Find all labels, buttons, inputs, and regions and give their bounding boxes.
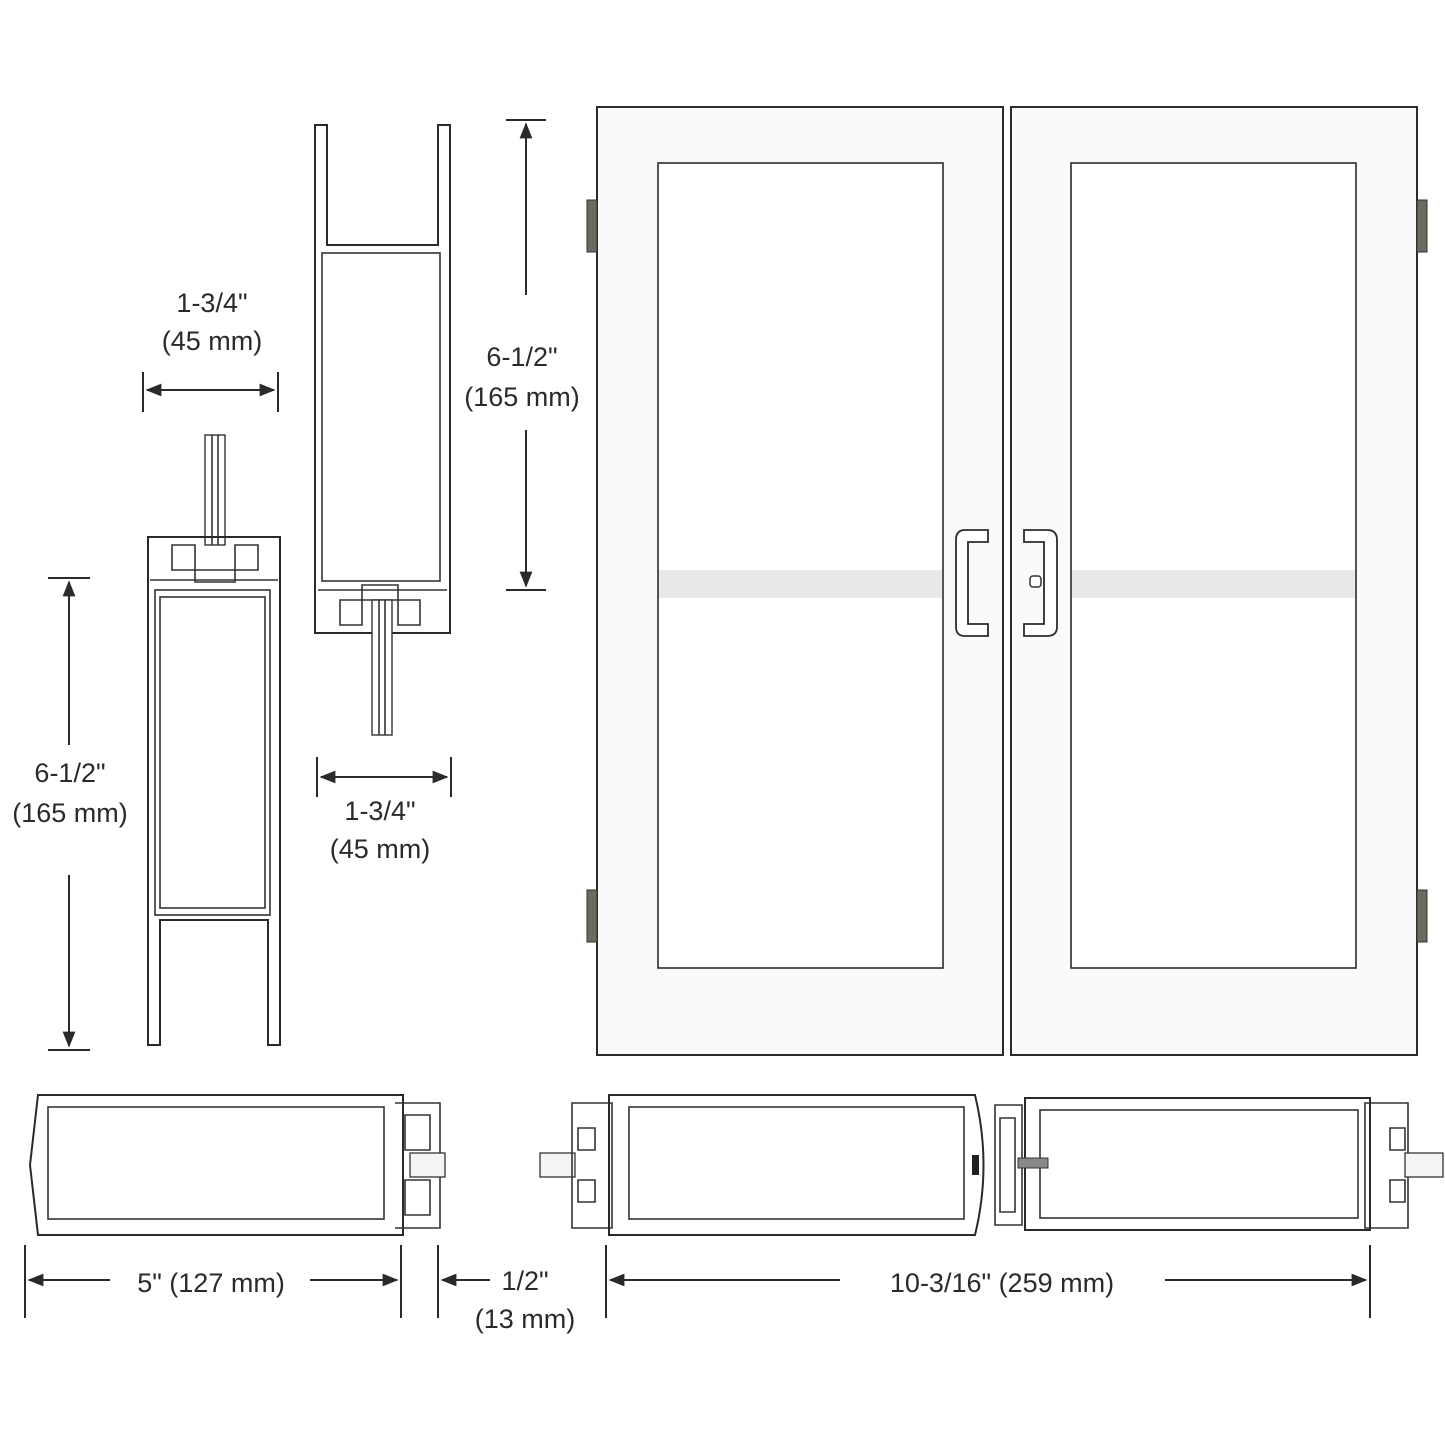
mid-rail	[659, 570, 942, 598]
top-rail-width-inch-label: 1-3/4"	[344, 796, 415, 826]
top-rail-width-mm-label: (45 mm)	[330, 834, 431, 864]
bottom-rail-height-mm-label: (165 mm)	[12, 798, 128, 828]
stile-width-label: 5" (127 mm)	[137, 1268, 285, 1298]
hinge-icon	[1416, 889, 1428, 943]
top-rail-height-inch-label: 6-1/2"	[486, 342, 557, 372]
top-rail-profile	[314, 124, 451, 736]
bottom-rail-height-inch-label: 6-1/2"	[34, 758, 105, 788]
meeting-stiles-section	[539, 1094, 1444, 1236]
pull-handle-icon[interactable]	[955, 529, 989, 637]
hinge-icon	[586, 889, 598, 943]
left-door-leaf	[586, 106, 1004, 1056]
pull-handle-icon[interactable]	[1023, 529, 1058, 637]
bottom-rail-width-inch-label: 1-3/4"	[176, 288, 247, 318]
top-rail-height-mm-label: (165 mm)	[464, 382, 580, 412]
hinge-icon	[586, 199, 598, 253]
hinge-stile-section	[28, 1094, 446, 1236]
mid-rail	[1072, 570, 1355, 598]
bottom-rail-profile	[147, 434, 281, 1046]
meeting-stiles-width-label: 10-3/16" (259 mm)	[890, 1268, 1114, 1298]
bottom-rail-width-mm-label: (45 mm)	[162, 326, 263, 356]
hinge-icon	[1416, 199, 1428, 253]
gap-mm-label: (13 mm)	[475, 1304, 576, 1334]
right-door-leaf	[1010, 106, 1428, 1056]
double-door-elevation	[586, 106, 1428, 1056]
lock-cylinder-icon	[1029, 575, 1042, 588]
dimension-lines	[24, 119, 1371, 1318]
gap-inch-label: 1/2"	[501, 1266, 548, 1296]
